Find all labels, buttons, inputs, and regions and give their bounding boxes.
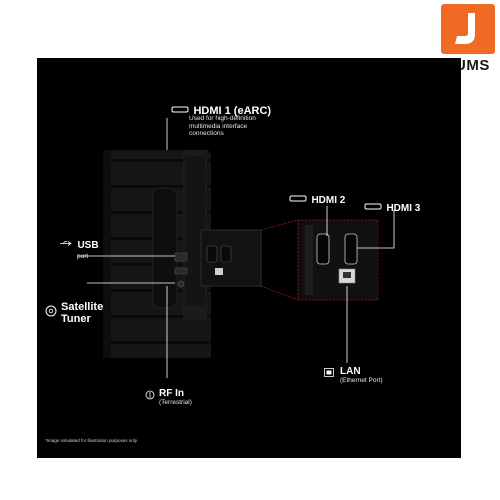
tv-rear-illustration xyxy=(77,118,395,378)
hdmi-icon xyxy=(171,106,189,113)
hdmi-icon xyxy=(289,195,307,202)
hdmi1-label: HDMI 1 (eARC) xyxy=(171,101,271,119)
lan-label: LAN (Ethernet Port) xyxy=(324,366,383,385)
antenna-icon xyxy=(145,390,155,400)
hdmi1-description: Used for high-definition multimedia inte… xyxy=(189,115,256,137)
disclaimer-text: *Image simulated for illustration purpos… xyxy=(45,438,138,443)
usb-label: USB port xyxy=(59,235,99,261)
hdmi-icon xyxy=(364,203,382,210)
brand-logo-letter xyxy=(455,13,475,44)
satellite-tuner-label: Satellite Tuner xyxy=(45,301,103,325)
lan-icon xyxy=(324,368,334,377)
hdmi3-label: HDMI 3 xyxy=(364,198,420,216)
usb-icon xyxy=(60,241,72,247)
tv-rear-panel-image: HDMI 1 (eARC) Used for high-definition m… xyxy=(37,58,461,458)
rf-in-label: RF In (Terrestrial) xyxy=(145,388,192,407)
satellite-icon xyxy=(45,305,57,317)
hdmi2-label: HDMI 2 xyxy=(289,190,345,208)
